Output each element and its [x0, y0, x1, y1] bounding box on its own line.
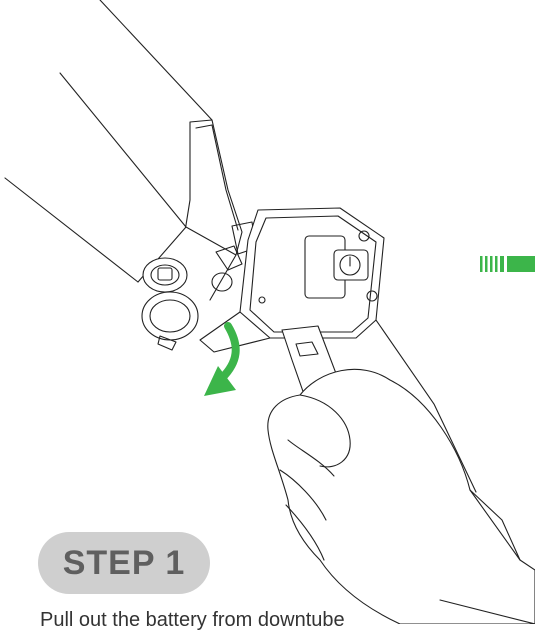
step-badge: STEP 1 — [38, 532, 210, 594]
downtube-line — [5, 178, 138, 282]
progress-bars-icon — [480, 256, 535, 272]
step-label: STEP 1 — [63, 544, 186, 583]
power-icon — [334, 250, 368, 280]
downtube-line — [60, 73, 186, 227]
curved-arrow-icon — [204, 326, 236, 396]
instruction-text: Pull out the battery from downtube — [40, 608, 345, 632]
downtube-line — [100, 0, 212, 120]
gloved-hand — [268, 369, 535, 624]
